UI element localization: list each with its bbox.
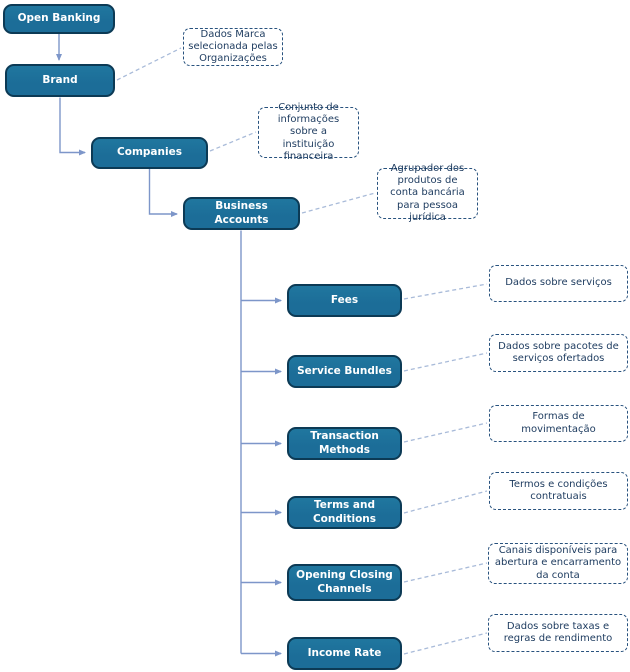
node-transaction-methods: Transaction Methods <box>287 427 402 460</box>
node-terms-and-conditions-label: Terms and Conditions <box>312 499 377 525</box>
node-terms-and-conditions: Terms and Conditions <box>287 496 402 529</box>
callout-brand-text: Dados Marca selecionada pelas Organizaçõ… <box>188 28 278 65</box>
note-link-service-bundles <box>403 352 488 372</box>
note-link-business-accounts <box>301 192 376 214</box>
callout-companies-text: Conjunto de informações sobre a institui… <box>277 102 340 162</box>
callout-terms-and-conditions: Termos e condições contratuais <box>489 472 628 510</box>
node-opening-closing-channels-label: Opening Closing Channels <box>296 569 393 595</box>
callout-terms-and-conditions-text: Termos e condições contratuais <box>509 478 608 502</box>
callout-opening-closing-channels-text: Canais disponíveis para abertura e encar… <box>494 545 622 581</box>
callout-service-bundles: Dados sobre pacotes de serviços ofertado… <box>489 334 628 372</box>
callout-income-rate: Dados sobre taxas e regras de rendimento <box>488 614 628 652</box>
node-income-rate-label: Income Rate <box>307 646 382 659</box>
node-companies-label: Companies <box>117 146 182 159</box>
node-companies: Companies <box>91 137 208 169</box>
node-brand-label: Brand <box>42 73 78 86</box>
note-link-income-rate <box>403 632 488 655</box>
node-fees: Fees <box>287 284 402 317</box>
callout-fees: Dados sobre serviços <box>489 265 628 302</box>
node-business-accounts-label: Business Accounts <box>214 200 269 226</box>
node-opening-closing-channels: Opening Closing Channels <box>287 564 402 601</box>
callout-companies: Conjunto de informações sobre a institui… <box>258 102 359 162</box>
node-income-rate: Income Rate <box>287 637 402 670</box>
note-link-terms-and-conditions <box>403 490 488 514</box>
node-brand: Brand <box>5 64 115 97</box>
callout-income-rate-text: Dados sobre taxas e regras de rendimento <box>503 620 613 644</box>
connector-companies-business-accounts <box>148 169 178 217</box>
callout-transaction-methods: Formas de movimentação <box>489 405 628 442</box>
node-service-bundles: Service Bundles <box>287 355 402 388</box>
node-fees-label: Fees <box>330 293 359 306</box>
node-business-accounts: Business Accounts <box>183 197 300 230</box>
node-open-banking-label: Open Banking <box>17 12 101 25</box>
note-link-fees <box>403 283 488 300</box>
note-link-transaction-methods <box>403 422 488 443</box>
note-link-companies <box>209 131 257 152</box>
callout-business-accounts-text: Agrupador dos produtos de conta bancária… <box>390 163 465 223</box>
note-link-opening-closing-channels <box>403 562 488 583</box>
node-service-bundles-label: Service Bundles <box>297 364 392 377</box>
callout-business-accounts: Agrupador dos produtos de conta bancária… <box>377 163 478 223</box>
callout-brand: Dados Marca selecionada pelas Organizaçõ… <box>183 28 283 66</box>
note-link-brand <box>116 47 182 81</box>
node-open-banking: Open Banking <box>3 4 115 34</box>
callout-transaction-methods-text: Formas de movimentação <box>521 411 596 435</box>
callout-service-bundles-text: Dados sobre pacotes de serviços ofertado… <box>498 340 619 364</box>
connector-brand-companies <box>59 97 86 156</box>
callout-fees-text: Dados sobre serviços <box>505 277 612 289</box>
callout-opening-closing-channels: Canais disponíveis para abertura e encar… <box>488 543 628 584</box>
node-transaction-methods-label: Transaction Methods <box>310 430 379 456</box>
